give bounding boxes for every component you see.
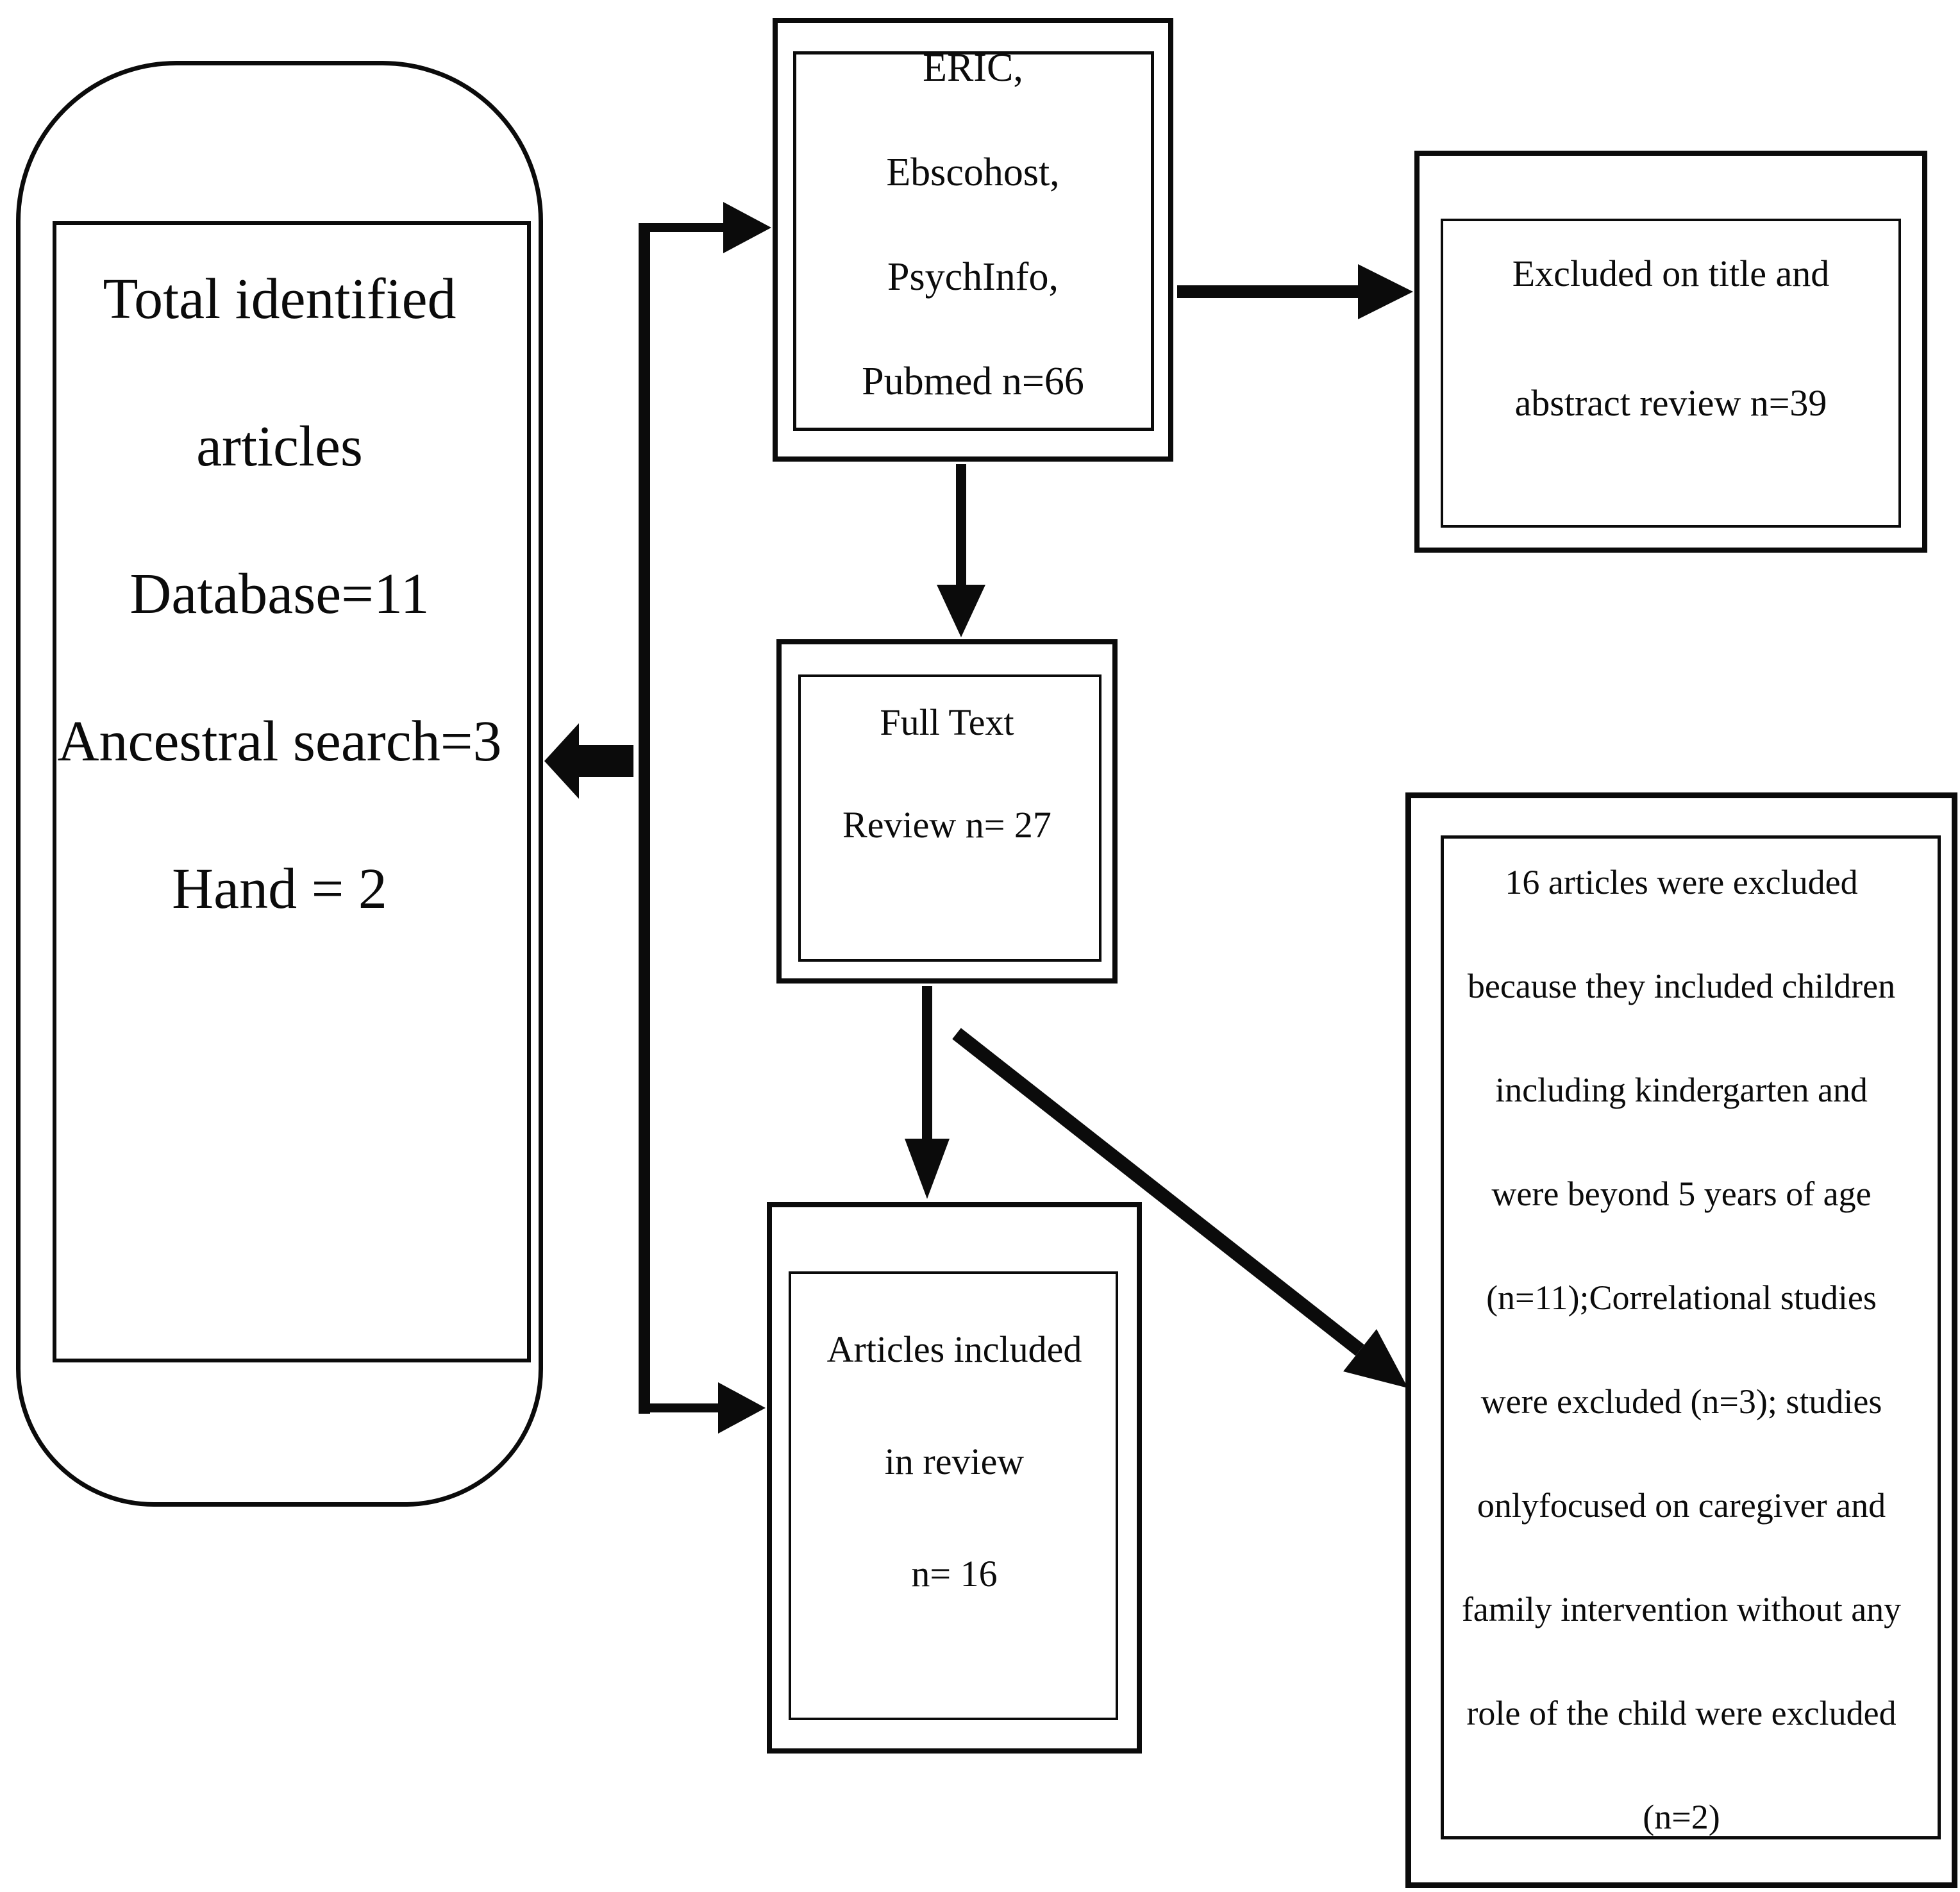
text-line: Full Text xyxy=(880,701,1014,743)
full-text-review-inner-border xyxy=(798,674,1101,962)
block-arrow-to-total-identified xyxy=(544,723,633,799)
text-line: Database=11 xyxy=(130,562,430,626)
arrow-trunk-to-databases xyxy=(723,202,771,253)
full-text-review-text: Full Text Review n= 27 xyxy=(782,644,1112,978)
text-line: family intervention without any xyxy=(1461,1590,1902,1628)
text-line: Ancestral search=3 xyxy=(57,710,502,773)
total-identified-inner-border xyxy=(53,221,531,1362)
text-line: Total identified xyxy=(103,267,456,331)
text-line: abstract review n=39 xyxy=(1514,382,1827,424)
text-line: Articles included xyxy=(826,1328,1082,1370)
excluded-title-abstract-text: Excluded on title and abstract review n=… xyxy=(1420,156,1922,548)
text-line: PsychInfo, xyxy=(887,255,1059,299)
articles-included-box: Articles included in review n= 16 xyxy=(767,1202,1142,1754)
total-identified-box: Total identified articles Database=11 An… xyxy=(16,61,543,1507)
arrow-databases-to-excluded xyxy=(1177,264,1413,319)
excluded-full-text-box: 16 articles were excluded because they i… xyxy=(1405,792,1957,1888)
full-text-review-box: Full Text Review n= 27 xyxy=(776,639,1118,984)
text-line: onlyfocused on caregiver and xyxy=(1477,1486,1886,1525)
text-line: Hand = 2 xyxy=(172,857,387,921)
total-identified-text: Total identified articles Database=11 An… xyxy=(21,65,539,1502)
databases-inner-border xyxy=(793,51,1154,431)
text-line: were beyond 5 years of age xyxy=(1491,1175,1872,1213)
text-line: 16 articles were excluded xyxy=(1505,863,1858,901)
databases-searched-box: ERIC, Ebscohost, PsychInfo, Pubmed n=66 xyxy=(773,18,1173,462)
text-line: Pubmed n=66 xyxy=(862,360,1084,403)
text-line: Ebscohost, xyxy=(886,151,1060,194)
text-line: Review n= 27 xyxy=(842,804,1051,846)
excluded-title-abstract-inner-border xyxy=(1441,219,1901,528)
text-line: n= 16 xyxy=(911,1553,998,1595)
text-line: Excluded on title and xyxy=(1512,253,1830,294)
text-line: including kindergarten and xyxy=(1495,1071,1868,1109)
text-line: role of the child were excluded xyxy=(1466,1694,1897,1732)
excluded-title-abstract-box: Excluded on title and abstract review n=… xyxy=(1414,151,1927,553)
articles-included-text: Articles included in review n= 16 xyxy=(772,1207,1137,1748)
excluded-full-text-inner-border xyxy=(1441,835,1941,1839)
text-line: in review xyxy=(884,1441,1025,1482)
text-line: articles xyxy=(196,415,363,478)
trunk-line xyxy=(639,223,731,1414)
arrow-trunk-to-included xyxy=(718,1382,766,1434)
text-line: were excluded (n=3); studies xyxy=(1480,1382,1882,1421)
text-line: ERIC, xyxy=(923,46,1023,90)
text-line: because they included children xyxy=(1467,967,1896,1005)
text-line: (n=2) xyxy=(1643,1798,1720,1836)
arrow-databases-to-fulltext xyxy=(937,464,985,637)
text-line: (n=11);Correlational studies xyxy=(1486,1278,1877,1317)
excluded-full-text-text: 16 articles were excluded because they i… xyxy=(1411,798,1952,1882)
arrow-fulltext-to-included xyxy=(905,986,950,1199)
databases-text: ERIC, Ebscohost, PsychInfo, Pubmed n=66 xyxy=(778,23,1168,456)
